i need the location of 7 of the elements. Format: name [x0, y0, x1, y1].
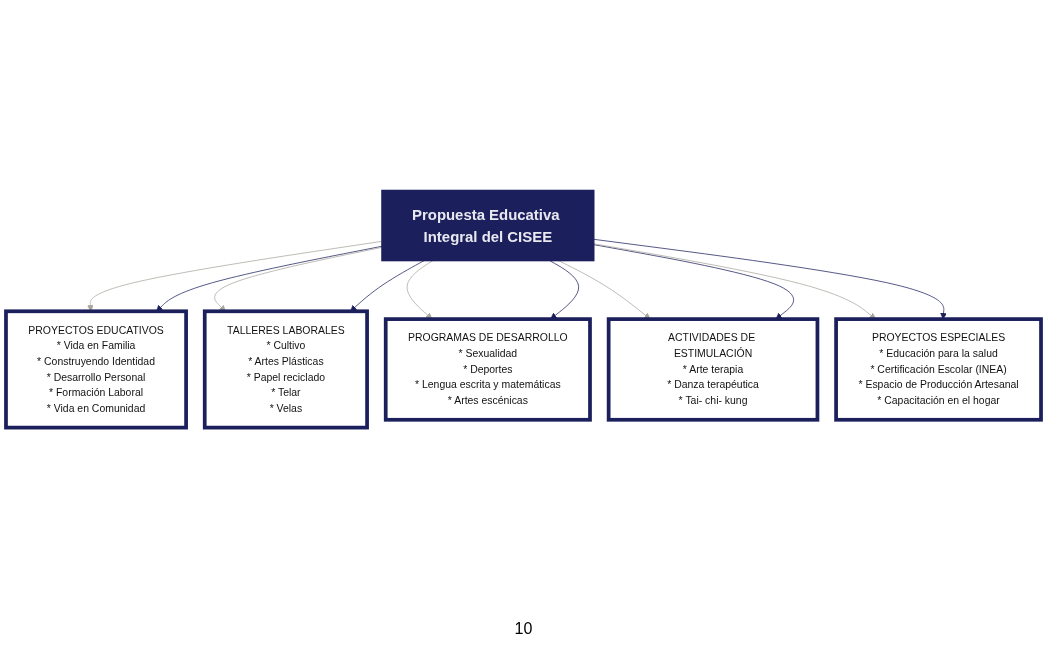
node-box: PROGRAMAS DE DESARROLLO * Sexualidad * Deportes * Lengua escrita y matemáticas * Artes escénicas [383, 317, 592, 422]
node-box: PROYECTOS EDUCATIVOS * Vida en Familia * Construyendo Identidad * Desarrollo Personal * Formación Laboral * Vida en Comunidad [4, 309, 188, 430]
page-number: 10 [514, 620, 533, 637]
node-box: ACTIVIDADES DE ESTIMULACIÓN * Arte terapia * Danza terapéutica * Tai- chi- kung [606, 317, 820, 422]
node-box: Propuesta Educativa Integral del CISEE [381, 189, 595, 262]
node-box: PROYECTOS ESPECIALES * Educación para la salud * Certificación Escolar (INEA) * Espacio de Producción Artesanal * Capacitación en el hogar [834, 317, 1043, 422]
node-box: TALLERES LABORALES * Cultivo * Artes Plásticas * Papel reciclado * Telar * Velas [202, 309, 369, 430]
